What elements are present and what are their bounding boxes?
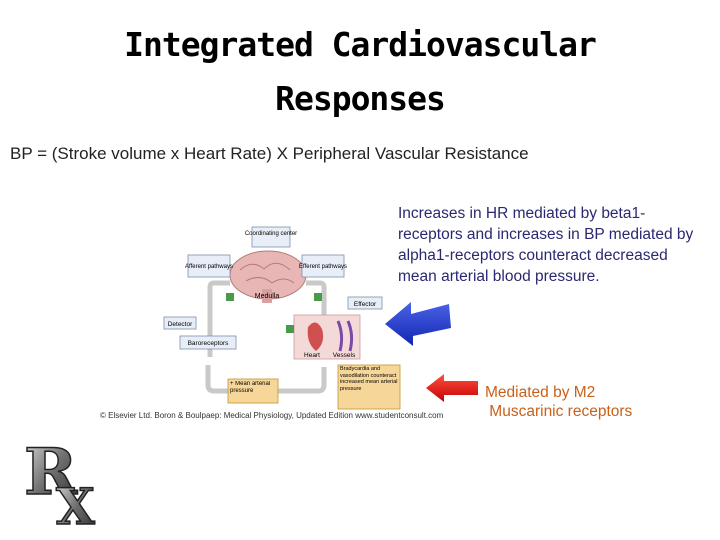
blue-arrow-icon	[385, 302, 451, 346]
response-label: Bradycardia and vasodilation counteract …	[340, 366, 398, 392]
red-arrow-icon	[426, 374, 478, 402]
plus-icon	[314, 293, 322, 301]
effector-label: Effector	[354, 301, 377, 308]
efferent-label: Efferent pathways	[299, 264, 347, 270]
vessels-icon	[336, 320, 354, 352]
medulla-label: Medulla	[255, 293, 280, 300]
title-line-2: Responses	[275, 79, 446, 118]
stimulus-label: + Mean arterial pressure	[230, 381, 271, 394]
detector-label: Detector	[168, 321, 193, 328]
figure-credit: © Elsevier Ltd. Boron & Boulpaep: Medica…	[100, 411, 444, 420]
heart-label: Heart	[304, 352, 320, 359]
rx-logo: R X	[23, 436, 96, 528]
baroreflex-diagram: Medulla Coordinating center Afferent pat…	[163, 226, 401, 410]
slide-title: Integrated Cardiovascular Responses	[0, 18, 720, 126]
vessels-label: Vessels	[333, 352, 356, 359]
m2-note: Mediated by M2 Muscarinic receptors	[485, 384, 633, 420]
heart-icon	[307, 322, 324, 351]
plus-icon	[226, 293, 234, 301]
svg-text:X: X	[56, 477, 95, 528]
svg-text:R: R	[24, 436, 78, 510]
brain-icon	[229, 250, 307, 303]
baroreceptors-label: Baroreceptors	[188, 340, 230, 347]
title-line-1: Integrated Cardiovascular	[124, 25, 597, 64]
coordinating-center-label: Coordinating center	[245, 231, 297, 237]
alpha-beta-note: Increases in HR mediated by beta1-recept…	[398, 205, 694, 285]
bp-equation: BP = (Stroke volume x Heart Rate) X Peri…	[10, 144, 529, 163]
plus-icon	[286, 325, 294, 333]
afferent-label: Afferent pathways	[185, 264, 233, 270]
